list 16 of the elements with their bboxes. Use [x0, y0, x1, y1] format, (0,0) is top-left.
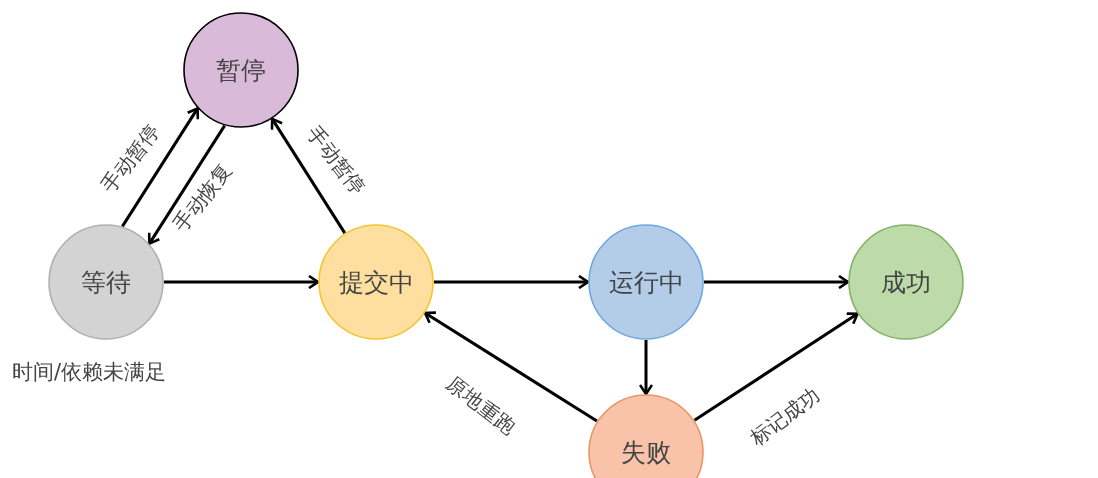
state-label: 提交中 [337, 266, 415, 299]
state-label: 成功 [880, 266, 932, 299]
state-label: 暂停 [215, 54, 267, 87]
state-label: 失败 [620, 436, 672, 469]
arrow [270, 117, 347, 234]
arrow [121, 107, 200, 228]
arrow [423, 311, 598, 423]
arrow [638, 340, 654, 396]
state-label: 等待 [80, 266, 132, 299]
arrow [147, 124, 226, 245]
state-caption: 时间/依赖未满足 [12, 359, 167, 386]
state-label: 运行中 [607, 266, 685, 299]
arrow [704, 274, 850, 290]
arrow [164, 274, 320, 290]
arrow [693, 312, 859, 422]
arrow [434, 274, 590, 290]
